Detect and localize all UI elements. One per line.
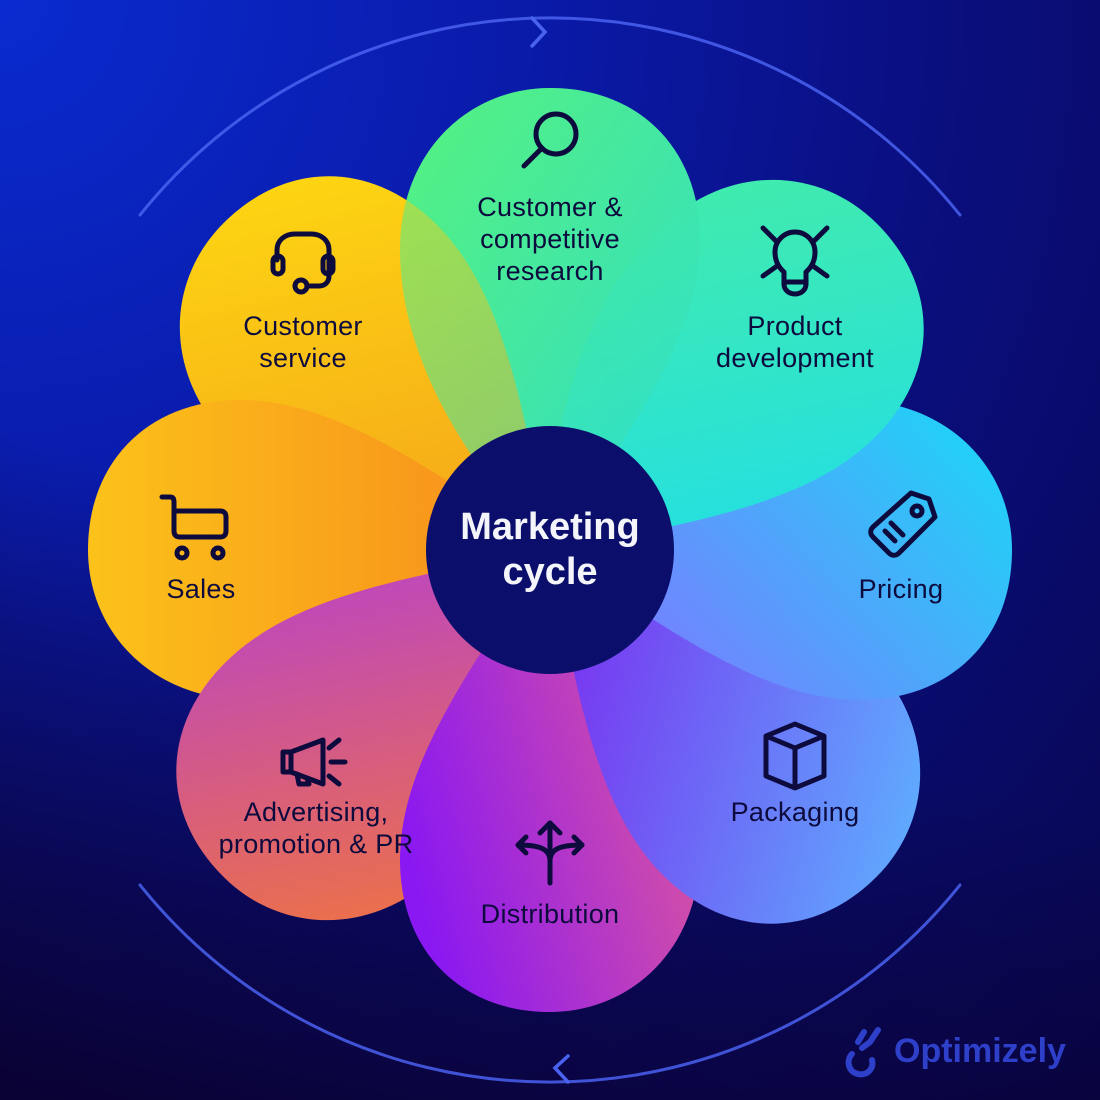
label-product: Product development xyxy=(716,310,874,374)
ring-arrow-bottom-icon xyxy=(552,1054,570,1084)
label-research: Customer & competitive research xyxy=(477,191,623,287)
optimizely-logo: Optimizely xyxy=(842,1024,1066,1078)
lightbulb-icon xyxy=(757,224,833,300)
label-line: Customer xyxy=(243,311,363,341)
label-line: Customer & xyxy=(477,192,623,222)
center-hub: Marketing cycle xyxy=(426,426,674,674)
label-pricing: Pricing xyxy=(859,573,944,605)
ring-arrow-top-icon xyxy=(530,16,548,48)
split-arrows-icon xyxy=(510,817,590,887)
label-advertising: Advertising, promotion & PR xyxy=(219,796,414,860)
price-tag-icon xyxy=(863,487,939,563)
megaphone-icon xyxy=(277,734,353,790)
label-line: Distribution xyxy=(480,899,620,929)
cycle-ring xyxy=(138,16,962,1084)
label-line: Packaging xyxy=(730,797,860,827)
label-line: development xyxy=(716,343,874,373)
label-service: Customer service xyxy=(243,310,362,374)
optimizely-logo-icon xyxy=(845,1027,881,1078)
magnifier-icon xyxy=(514,106,586,178)
label-packaging: Packaging xyxy=(731,796,860,828)
label-line: Pricing xyxy=(858,574,944,604)
label-line: Sales xyxy=(166,574,236,604)
hub-title-line2: cycle xyxy=(502,551,598,593)
shopping-cart-icon xyxy=(158,491,234,563)
label-line: competitive xyxy=(480,224,620,254)
label-line: Advertising, xyxy=(243,797,389,827)
headset-icon xyxy=(267,226,339,298)
label-distribution: Distribution xyxy=(481,898,620,930)
label-line: service xyxy=(259,343,347,373)
hub-title-line1: Marketing xyxy=(460,506,640,548)
label-line: research xyxy=(496,256,604,286)
brand-name: Optimizely xyxy=(894,1031,1066,1070)
label-sales: Sales xyxy=(166,573,235,605)
box-icon xyxy=(758,718,832,792)
label-line: promotion & PR xyxy=(218,829,414,859)
label-line: Product xyxy=(747,311,843,341)
